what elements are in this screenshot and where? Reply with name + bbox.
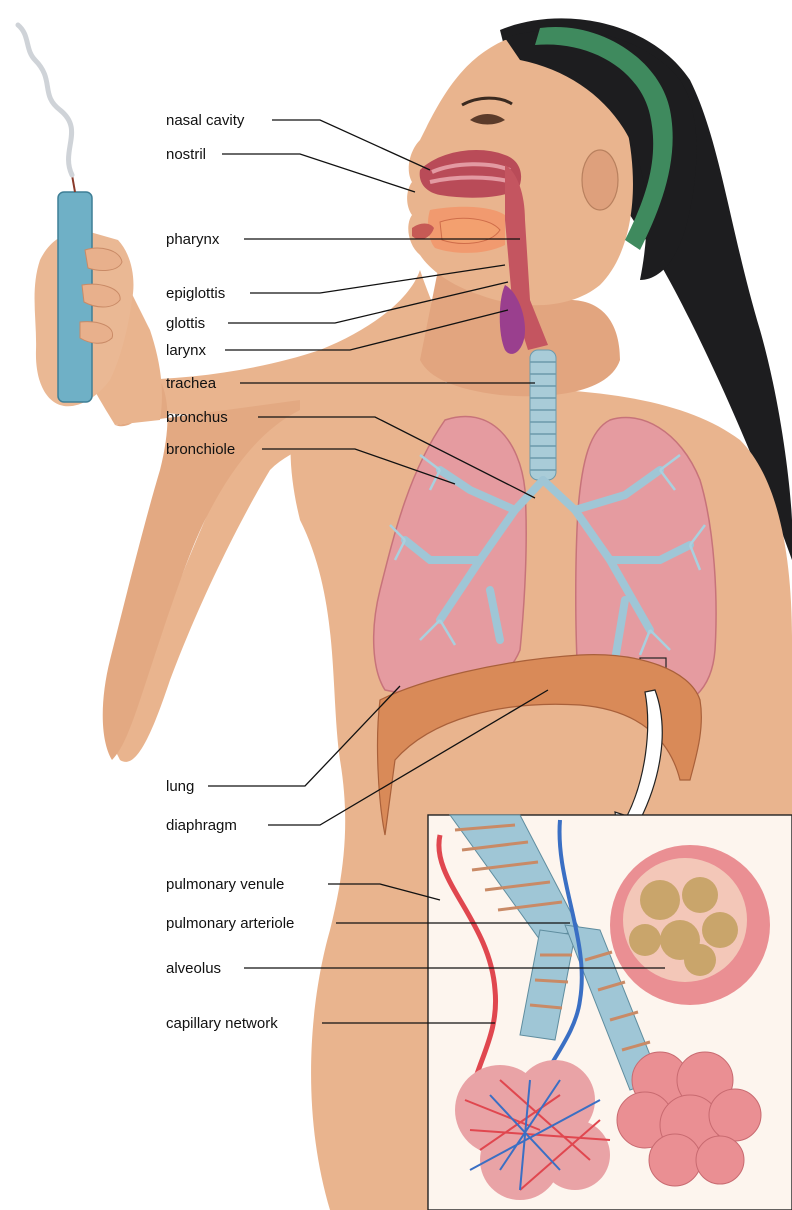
label-alveolus: alveolus (166, 960, 221, 977)
label-pulmonary-venule: pulmonary venule (166, 876, 284, 893)
alveolus-inset (428, 815, 792, 1210)
label-capillary-network: capillary network (166, 1015, 278, 1032)
ear (582, 150, 618, 210)
label-nostril: nostril (166, 146, 206, 163)
label-lung: lung (166, 778, 194, 795)
label-epiglottis: epiglottis (166, 285, 225, 302)
leader-nostril (222, 154, 415, 192)
candle-smoke (18, 25, 72, 175)
label-pharynx: pharynx (166, 231, 220, 248)
label-bronchiole: bronchiole (166, 441, 235, 458)
candle-wick (72, 175, 75, 192)
label-larynx: larynx (166, 342, 207, 359)
label-trachea: trachea (166, 375, 217, 392)
trachea-shape (530, 350, 556, 480)
label-pulmonary-arteriole: pulmonary arteriole (166, 915, 294, 932)
leader-nasal-cavity (272, 120, 430, 170)
label-nasal-cavity: nasal cavity (166, 112, 245, 129)
alveolar-sac-cutaway (610, 845, 770, 1005)
label-bronchus: bronchus (166, 409, 228, 426)
label-glottis: glottis (166, 315, 205, 332)
label-diaphragm: diaphragm (166, 817, 237, 834)
